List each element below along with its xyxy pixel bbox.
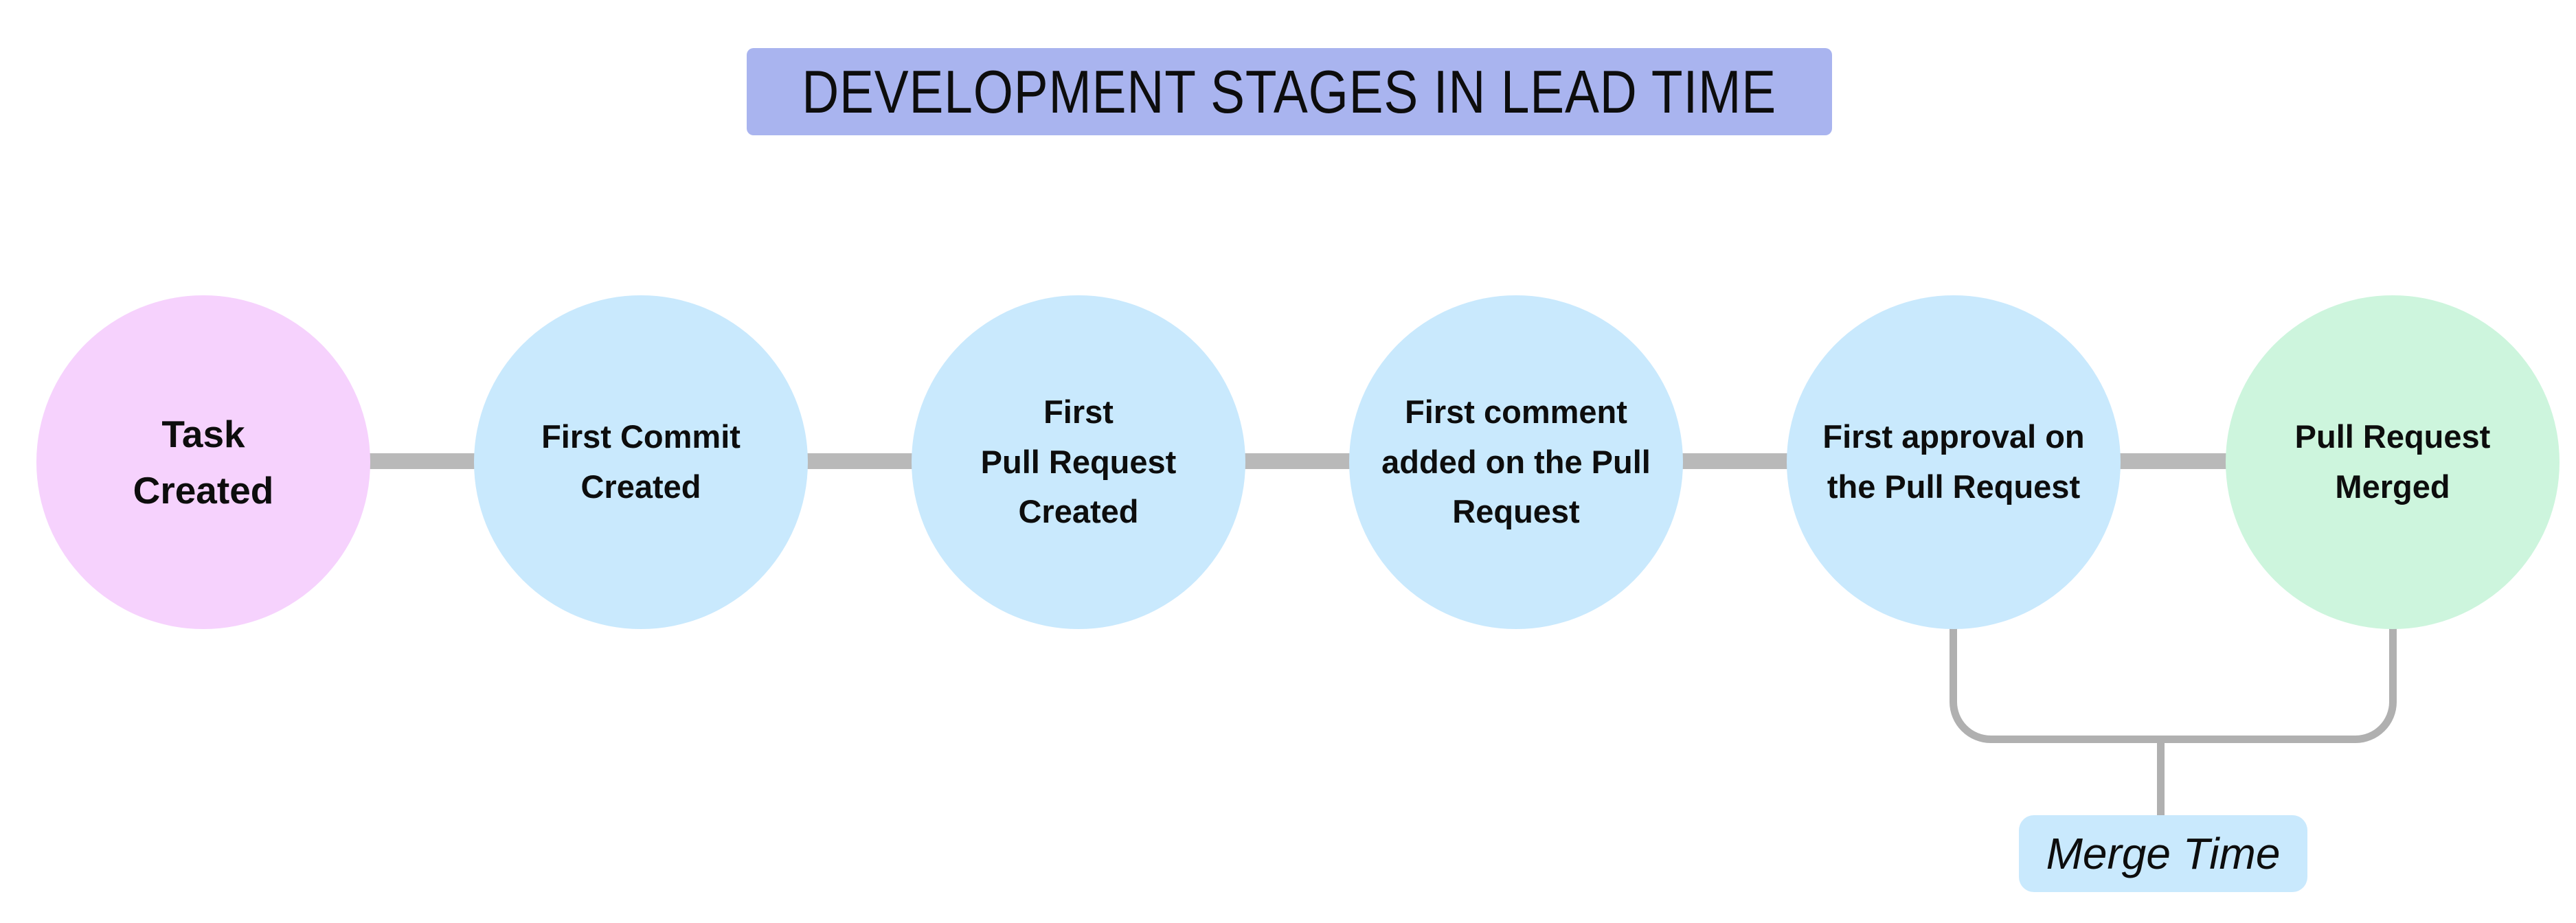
merge-time-text: Merge Time xyxy=(2046,829,2281,878)
merge-time-label: Merge Time xyxy=(2019,815,2307,892)
stage-circle-first-approval: First approval on the Pull Request xyxy=(1787,295,2121,629)
stage-label: Pull Request Merged xyxy=(2294,418,2491,505)
stage-label: First comment added on the Pull Request xyxy=(1381,393,1651,530)
stage-circle-pull-request-merged: Pull Request Merged xyxy=(2226,295,2560,629)
stage-label: First Commit Created xyxy=(541,418,741,505)
stage-label: First Pull Request Created xyxy=(980,393,1177,530)
stage-circle-task-created: Task Created xyxy=(36,295,370,629)
page-title: DEVELOPMENT STAGES IN LEAD TIME xyxy=(802,57,1777,126)
stage-label: First approval on the Pull Request xyxy=(1822,418,2085,505)
merge-time-bracket xyxy=(1950,628,2397,743)
stage-circle-first-pull-request-created: First Pull Request Created xyxy=(912,295,1245,629)
merge-time-bracket-stem xyxy=(2157,740,2165,816)
stage-label: Task Created xyxy=(133,412,274,512)
stage-circle-first-comment-added: First comment added on the Pull Request xyxy=(1349,295,1683,629)
stage-circle-first-commit-created: First Commit Created xyxy=(474,295,808,629)
title-banner: DEVELOPMENT STAGES IN LEAD TIME xyxy=(747,48,1832,135)
